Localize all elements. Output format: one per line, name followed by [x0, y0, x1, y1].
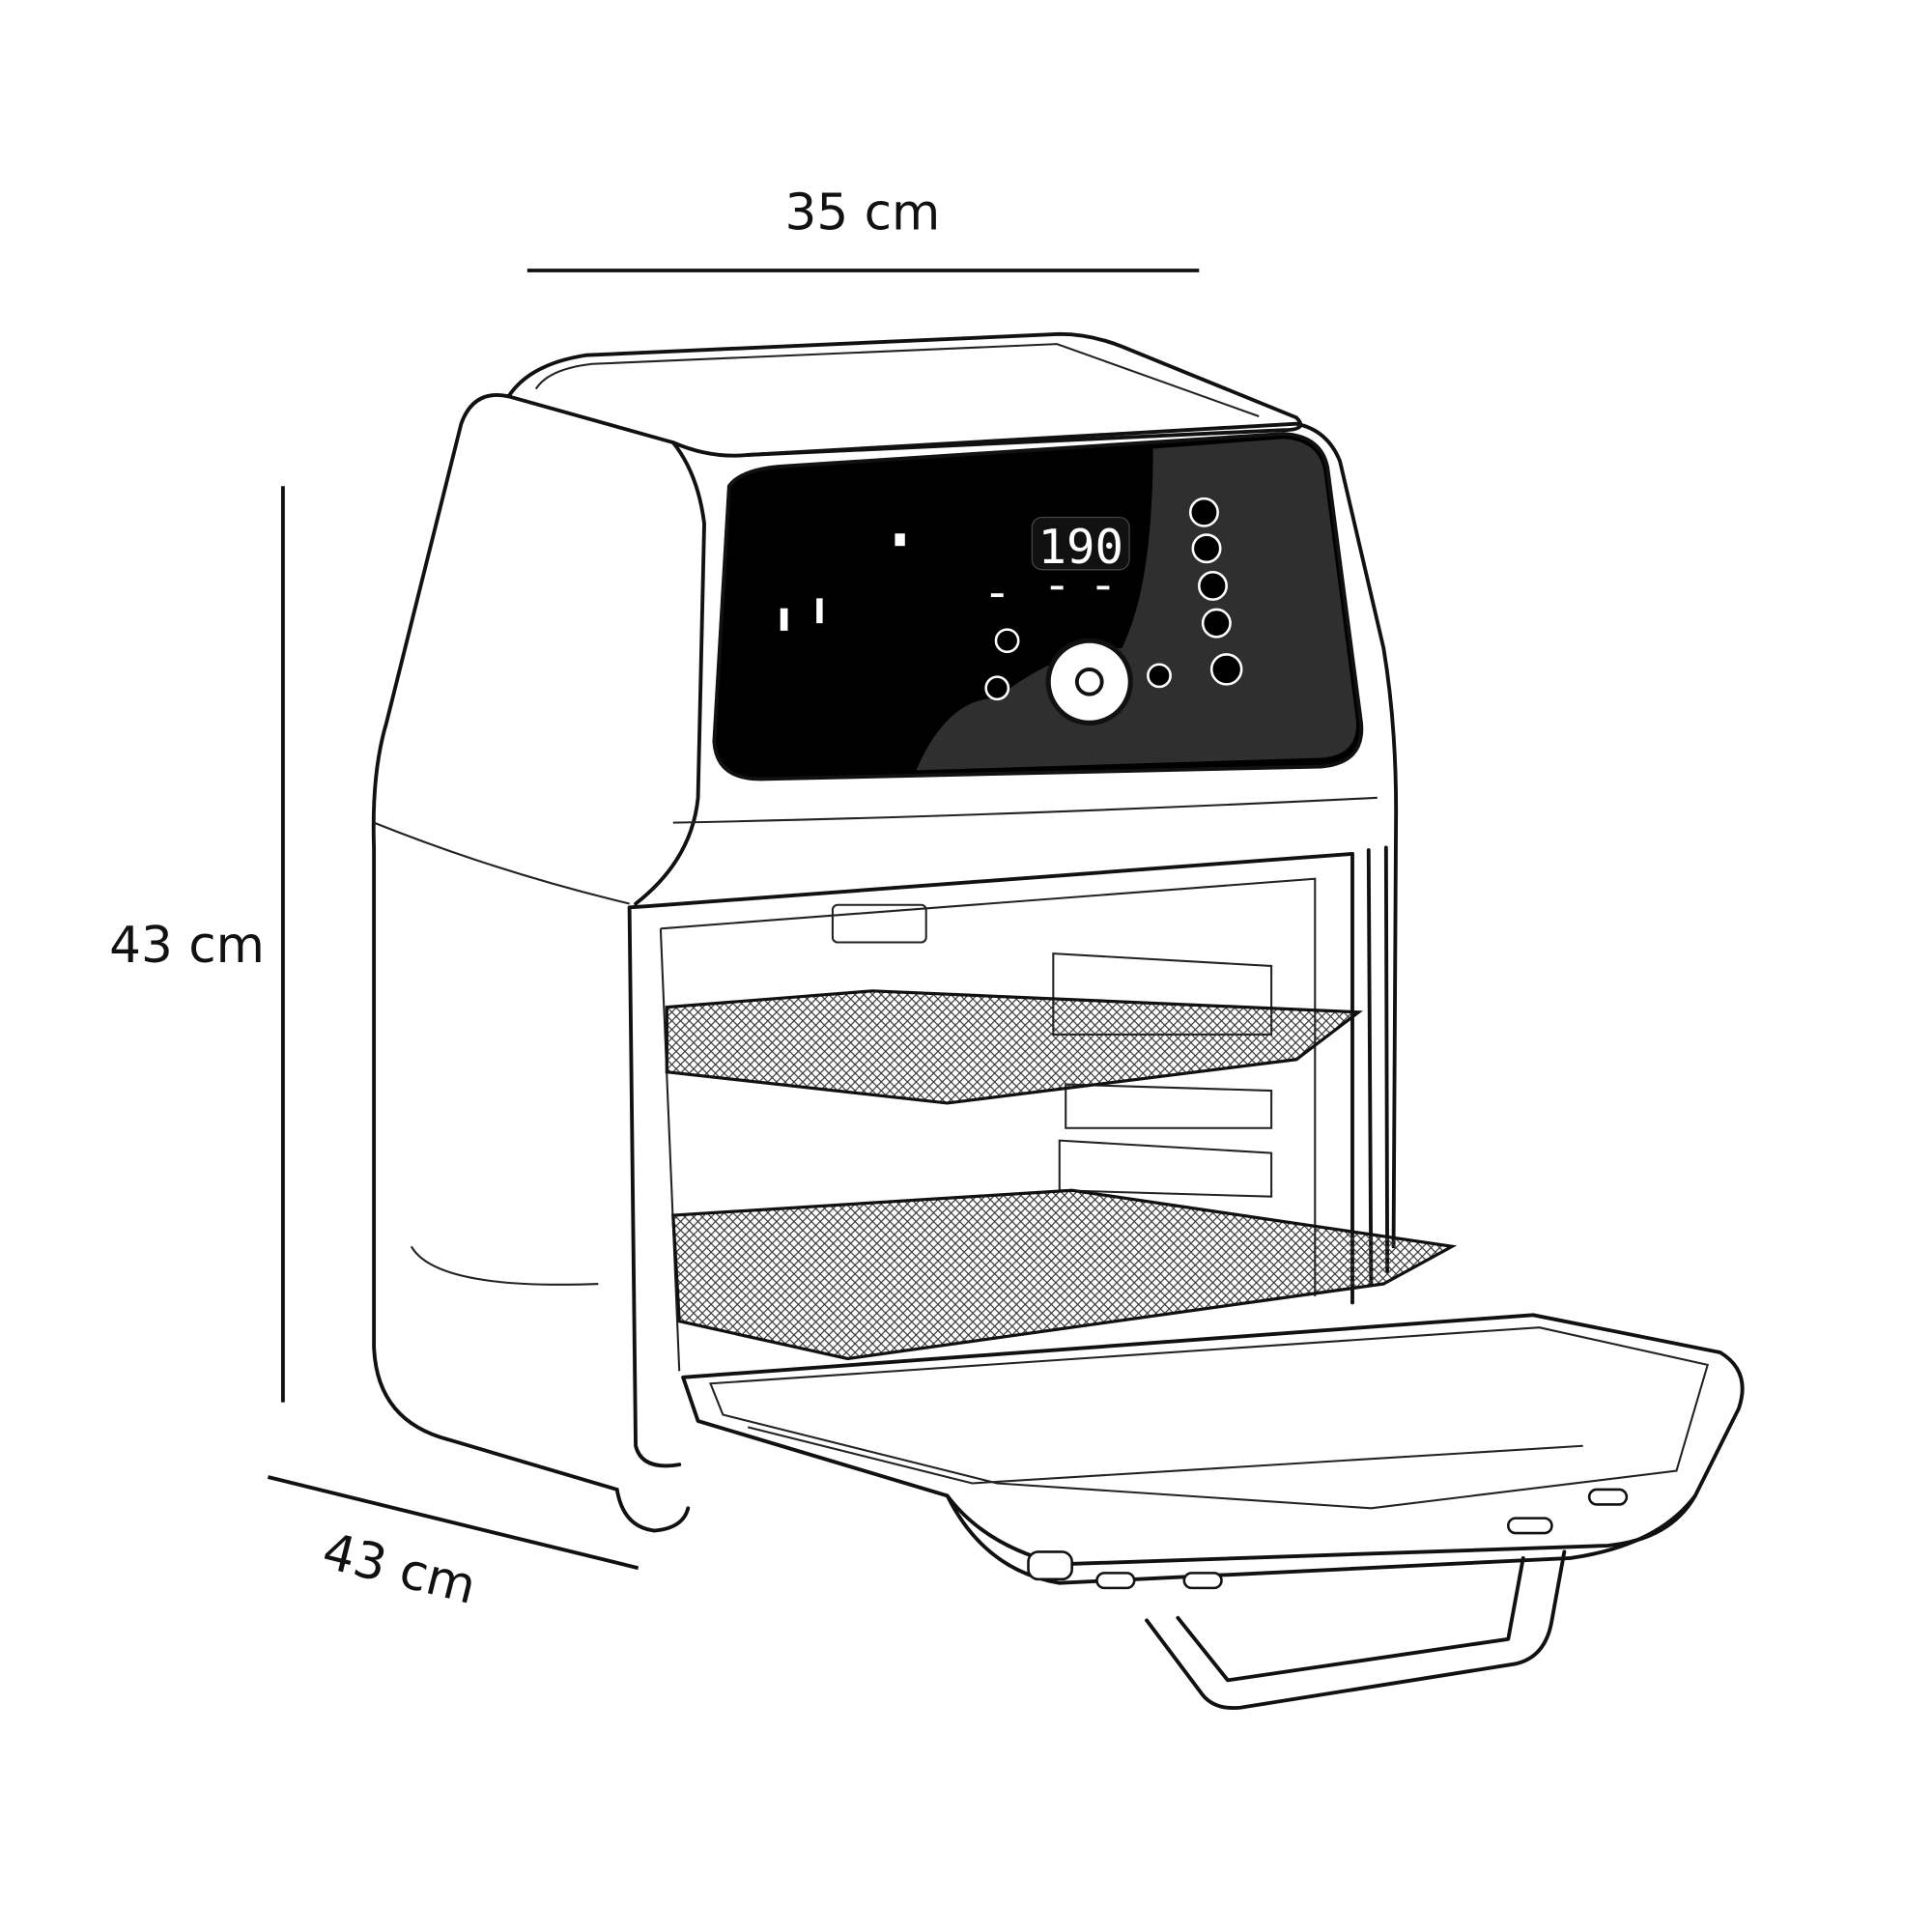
timer-button[interactable] [994, 628, 1020, 654]
preset-button[interactable] [1198, 570, 1228, 601]
air-fryer-body [371, 331, 1399, 1533]
height-dimension-label: 43 cm [109, 917, 265, 975]
preset-button[interactable] [1209, 653, 1243, 686]
preset-button[interactable] [1191, 533, 1222, 564]
power-icon [1074, 667, 1104, 696]
control-panel: 190 [712, 432, 1364, 781]
oven-door [681, 1313, 1745, 1711]
depth-dimension-line [267, 1475, 639, 1571]
lower-mesh-rack [671, 1188, 1458, 1361]
light-button[interactable] [984, 675, 1010, 701]
preset-button[interactable] [1188, 497, 1219, 527]
preset-button[interactable] [1201, 608, 1232, 639]
width-dimension-label: 35 cm [785, 184, 941, 242]
power-dial[interactable] [1045, 638, 1133, 725]
fan-button[interactable] [1147, 663, 1172, 689]
oven-cavity [627, 845, 1390, 1468]
depth-dimension-label: 43 cm [317, 1522, 481, 1616]
temperature-display: 190 [1037, 519, 1123, 575]
door-handle[interactable] [1145, 1549, 1567, 1711]
upper-mesh-rack [665, 989, 1363, 1105]
